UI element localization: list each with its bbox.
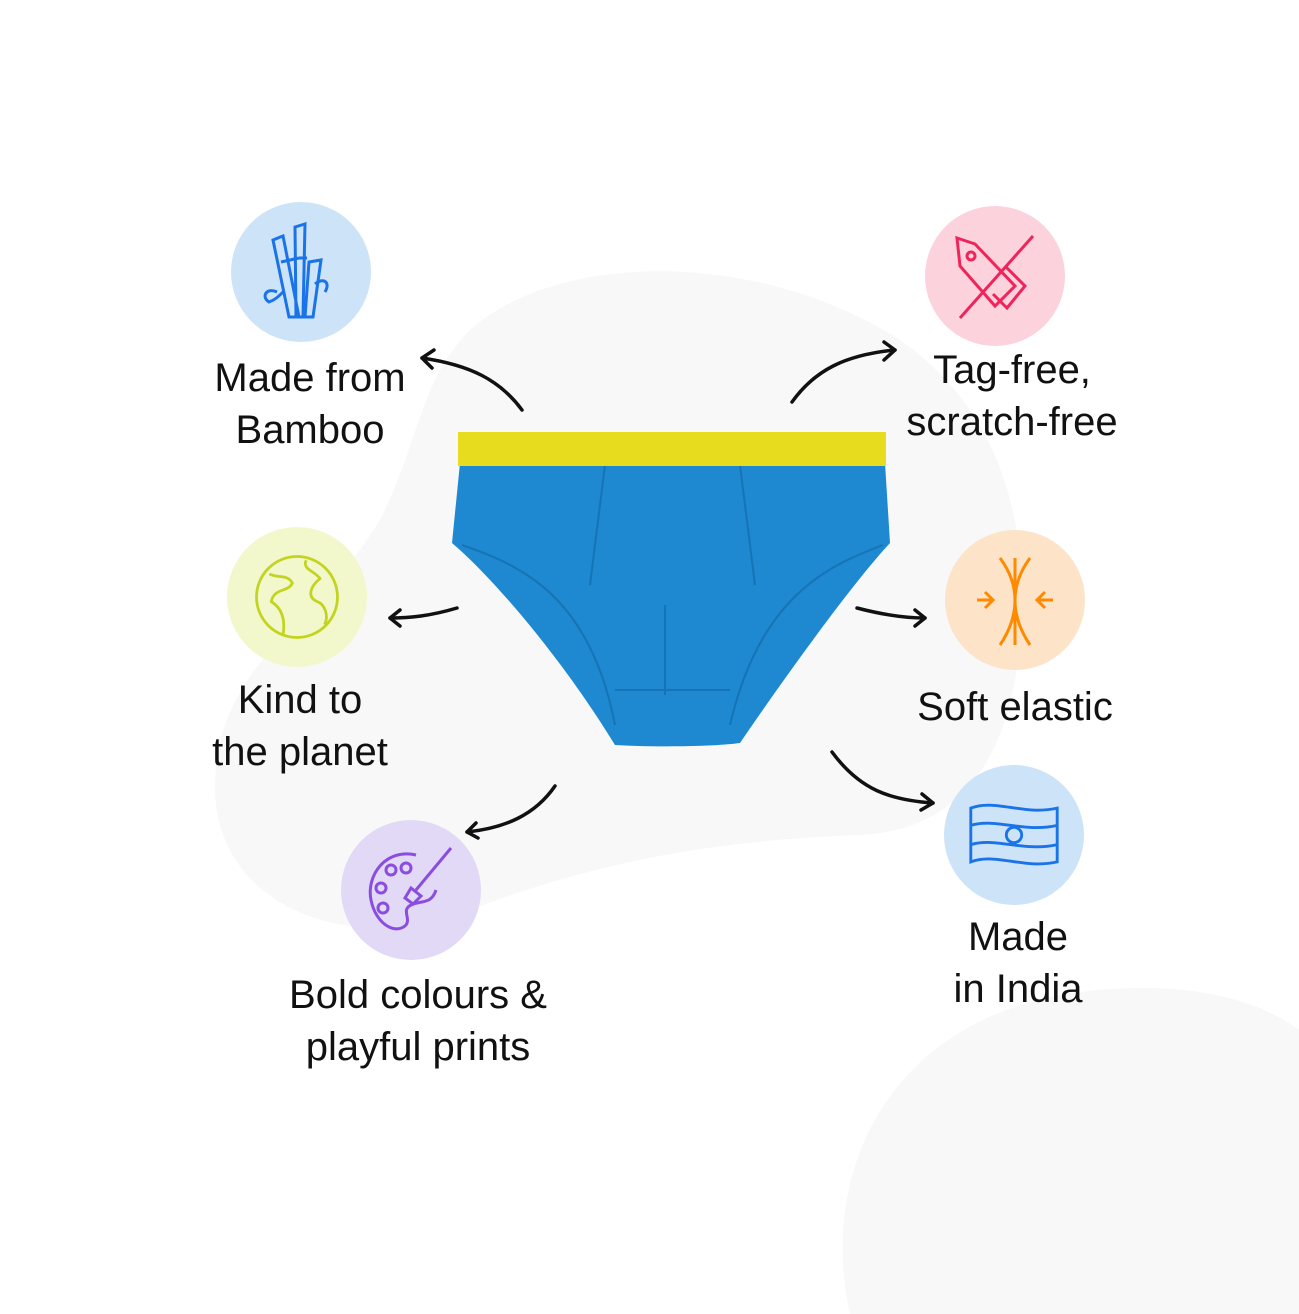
arrow-colours [465,784,557,840]
no-tag-icon [955,235,1035,319]
label-line: scratch-free [906,400,1118,444]
bamboo-icon [263,222,329,319]
label-line: Made from [214,356,406,400]
arrow-bamboo [420,348,524,412]
planet-label: Kind to the planet [212,674,388,778]
palette-icon [368,847,453,931]
india-badge [944,765,1084,905]
label-line: playful prints [305,1025,531,1069]
label-line: Made [967,915,1069,959]
india-flag-icon [969,803,1059,866]
label-line: in India [953,967,1083,1011]
arrow-elastic [855,606,927,628]
corner-blob [842,987,1299,1314]
globe-icon [255,555,339,639]
brief-body [452,463,890,747]
planet-badge [227,527,367,667]
arrow-india [830,750,935,812]
elastic-label: Soft elastic [917,681,1113,733]
india-label: Made in India [954,911,1083,1015]
label-line: Bamboo [235,408,385,452]
colours-badge [341,820,481,960]
label-line: Kind to [237,678,363,722]
compress-icon [977,557,1053,646]
brief-waistband [458,432,886,466]
brief-seam [461,464,884,726]
label-line: Bold colours & [289,973,547,1017]
tag-free-label: Tag-free, scratch-free [906,344,1117,448]
label-line: the planet [212,730,388,774]
tag-free-badge [925,206,1065,346]
arrow-planet [388,606,459,628]
arrow-tag [790,340,897,404]
label-line: Soft elastic [917,685,1113,729]
label-line: Tag-free, [933,348,1091,392]
colours-label: Bold colours & playful prints [289,969,547,1073]
elastic-badge [945,530,1085,670]
product-brief-image [452,432,890,747]
bamboo-badge [231,202,371,342]
